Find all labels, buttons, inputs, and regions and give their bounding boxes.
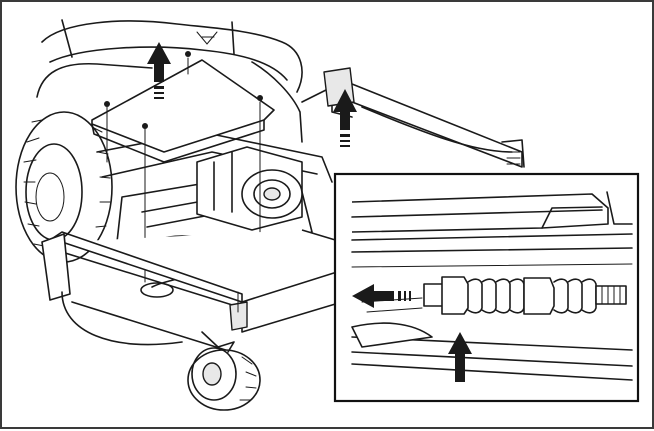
rear-wheel xyxy=(15,111,113,263)
arrow-left-icon xyxy=(352,284,411,308)
arrow-up-icon xyxy=(333,89,357,147)
arrow-up-icon xyxy=(147,42,171,99)
arrow-up-icon xyxy=(448,332,472,382)
seat xyxy=(36,19,303,143)
spring-detail-inset xyxy=(333,172,640,403)
cutting-deck xyxy=(41,229,343,353)
front-wheel xyxy=(187,331,261,411)
